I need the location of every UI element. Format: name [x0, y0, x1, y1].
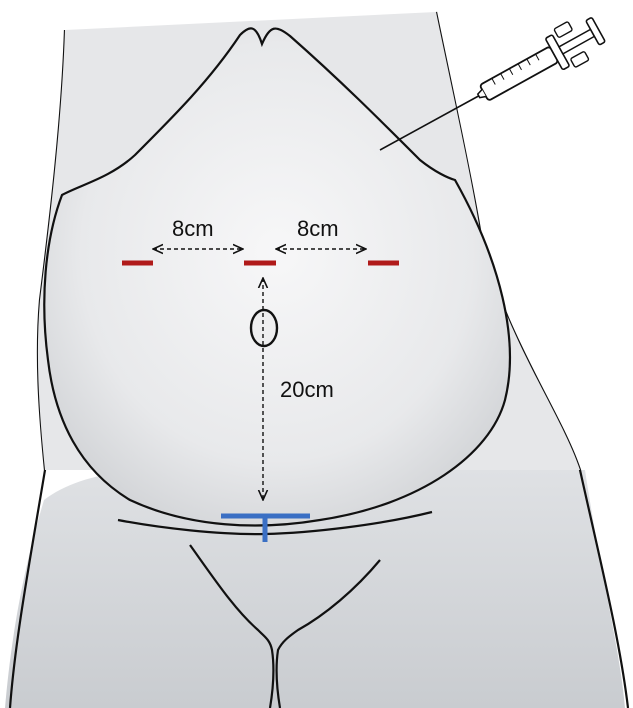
vertical-distance-label: 20cm [280, 377, 334, 402]
right-distance-label: 8cm [297, 216, 339, 241]
left-distance-label: 8cm [172, 216, 214, 241]
syringe-icon [468, 10, 609, 115]
umbilicus [251, 310, 277, 346]
